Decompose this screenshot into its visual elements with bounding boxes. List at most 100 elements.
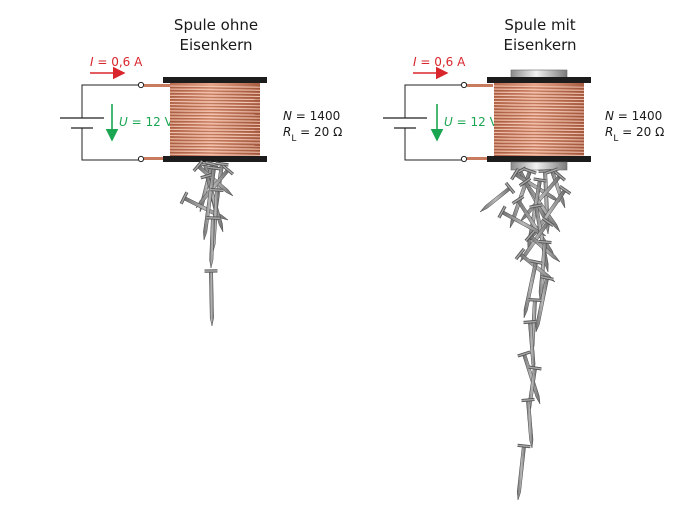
coil-turn-shadow bbox=[169, 124, 261, 127]
coil-turn bbox=[169, 128, 261, 132]
coil-turn bbox=[169, 141, 261, 144]
lead-bottom bbox=[467, 157, 493, 160]
coil-turn bbox=[493, 144, 585, 147]
coil-turn bbox=[493, 113, 585, 116]
coil-turn bbox=[169, 113, 261, 116]
coil-turn bbox=[169, 144, 261, 147]
coil-turn bbox=[493, 88, 585, 91]
coil-turn bbox=[493, 141, 585, 144]
coil-turn bbox=[169, 107, 261, 110]
coil-turn-shadow bbox=[493, 142, 585, 145]
coil-turn bbox=[493, 147, 585, 150]
coil-turn bbox=[169, 119, 261, 122]
nail bbox=[479, 181, 516, 213]
coil-flange-top bbox=[163, 77, 267, 83]
nail bbox=[535, 275, 554, 333]
terminal-top bbox=[460, 81, 468, 89]
coil-turn-shadow bbox=[493, 152, 585, 154]
coil bbox=[163, 77, 267, 162]
nail-chain bbox=[479, 166, 572, 501]
lead-bottom bbox=[144, 157, 170, 160]
coil-turn-shadow bbox=[169, 133, 261, 136]
coil-turn-shadow bbox=[493, 93, 585, 96]
coil-turn-shadow bbox=[493, 115, 585, 117]
coil-flange-top bbox=[487, 77, 591, 83]
resistance-label: RL = 20 Ω bbox=[283, 125, 342, 144]
lead-top bbox=[467, 84, 493, 87]
coil-turn bbox=[169, 88, 261, 91]
coil-turn-shadow bbox=[169, 139, 261, 142]
panel-with-core: Spule mit Eisenkern I = 0,6 A U = 12 V N… bbox=[383, 16, 664, 501]
panel-without-core: Spule ohne Eisenkern I = 0,6 A U = 12 V bbox=[60, 16, 342, 327]
circuit-wires bbox=[81, 84, 140, 161]
coil-turn-shadow bbox=[493, 146, 585, 148]
coil-turn bbox=[493, 128, 585, 132]
coil-turn-shadow bbox=[169, 111, 261, 114]
nail bbox=[517, 350, 541, 405]
nail bbox=[192, 160, 234, 197]
coil-turn bbox=[169, 91, 261, 94]
coil-turn-shadow bbox=[169, 146, 261, 148]
coil-turn bbox=[169, 147, 261, 150]
coil-turn bbox=[169, 101, 261, 104]
coil-turn bbox=[169, 85, 261, 88]
coil-turn-shadow bbox=[169, 118, 261, 120]
coil-turn bbox=[493, 122, 585, 125]
coil-turn bbox=[493, 150, 585, 153]
nail bbox=[204, 269, 218, 327]
coil-turn-shadow bbox=[169, 130, 261, 133]
coil-turn-shadow bbox=[169, 136, 261, 139]
coil-turn bbox=[169, 116, 261, 119]
coil-turn-shadow bbox=[493, 121, 585, 123]
battery-icon bbox=[60, 117, 104, 129]
terminal-bottom bbox=[137, 155, 145, 163]
current-label: I = 0,6 A bbox=[90, 55, 143, 69]
coil-turn-shadow bbox=[493, 149, 585, 151]
turns-label: N = 1400 bbox=[283, 109, 340, 123]
nail bbox=[206, 216, 220, 269]
coil-turn-shadow bbox=[493, 102, 585, 105]
circuit-wires bbox=[404, 84, 463, 161]
coil-turn-shadow bbox=[169, 152, 261, 154]
coil-turn-shadow bbox=[169, 93, 261, 96]
coil-turn-shadow bbox=[169, 127, 261, 130]
coil-turn bbox=[493, 138, 585, 141]
coil-turn bbox=[493, 119, 585, 122]
coil-turn bbox=[493, 85, 585, 88]
coil-turn bbox=[169, 122, 261, 125]
lead-top bbox=[144, 84, 170, 87]
nail bbox=[516, 443, 531, 501]
coil bbox=[487, 69, 591, 171]
coil-turn bbox=[493, 110, 585, 113]
resistance-label: RL = 20 Ω bbox=[605, 125, 664, 144]
coil-turns bbox=[169, 85, 261, 158]
coil-turn-shadow bbox=[493, 136, 585, 139]
coil-turn-shadow bbox=[493, 99, 585, 102]
coil-turn bbox=[169, 125, 261, 128]
iron-core-top bbox=[510, 69, 568, 79]
coil-turn-shadow bbox=[169, 142, 261, 145]
coil-turn bbox=[169, 97, 261, 101]
nail bbox=[523, 259, 543, 319]
coil-turn-shadow bbox=[493, 108, 585, 111]
coil-turn bbox=[493, 132, 585, 135]
coil-turn bbox=[493, 104, 585, 107]
panel-title-line1: Spule mit bbox=[504, 16, 575, 34]
coil-turn bbox=[169, 153, 261, 156]
coil-turn bbox=[169, 135, 261, 138]
panel-title-line1: Spule ohne bbox=[174, 16, 258, 34]
coil-turn-shadow bbox=[493, 127, 585, 130]
coil-turn bbox=[493, 91, 585, 94]
coil-turn bbox=[493, 107, 585, 110]
coil-turn-shadow bbox=[493, 130, 585, 133]
coil-turn bbox=[169, 138, 261, 141]
coil-turn-shadow bbox=[169, 149, 261, 151]
coil-turn bbox=[493, 94, 585, 97]
terminal-top bbox=[137, 81, 145, 89]
coil-turn-shadow bbox=[169, 102, 261, 105]
panel-title-line2: Eisenkern bbox=[504, 36, 577, 54]
coil-turn bbox=[493, 153, 585, 156]
coil-turn-shadow bbox=[493, 87, 585, 89]
nail bbox=[521, 397, 535, 449]
